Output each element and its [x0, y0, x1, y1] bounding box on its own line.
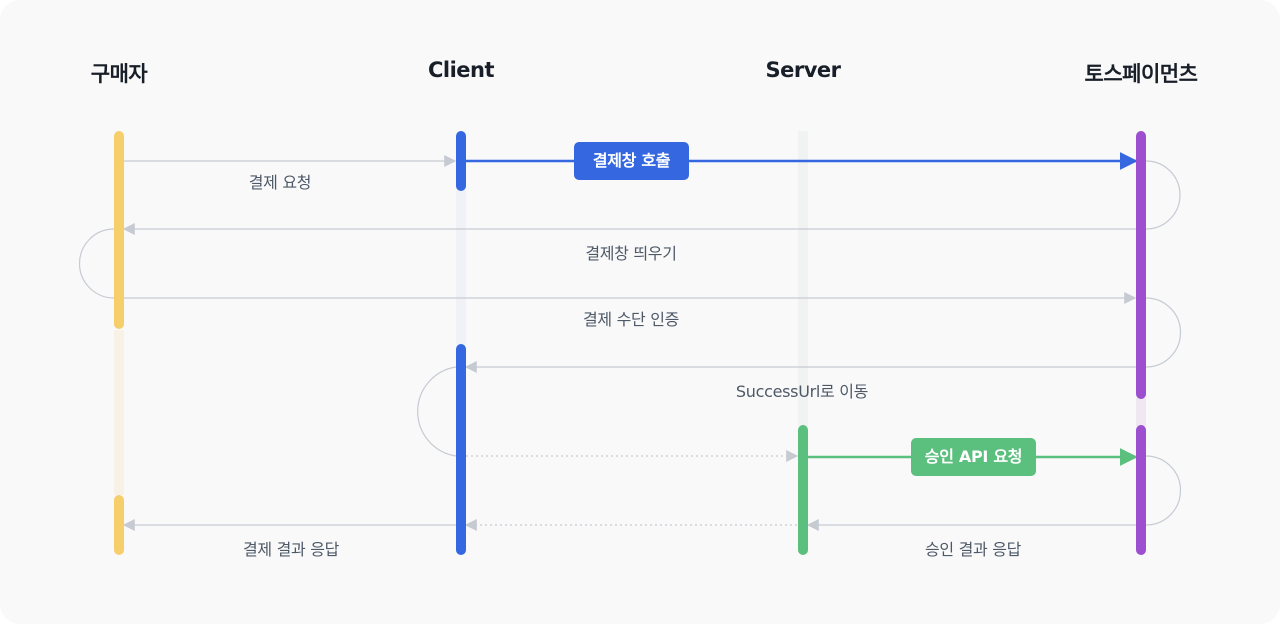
server-lifeline-track [798, 131, 808, 426]
toss-lifeline-track [1136, 398, 1146, 426]
label-success-url: SuccessUrl로 이동 [735, 382, 869, 401]
actor-server: Server [765, 58, 841, 82]
server-activation [798, 425, 808, 555]
label-approve-response: 승인 결과 응답 [924, 540, 1022, 559]
toss-activation-2 [1136, 425, 1146, 555]
client-lifeline-track [456, 190, 466, 345]
buyer-lifeline-track [114, 330, 124, 495]
label-show-window: 결제창 띄우기 [585, 244, 677, 263]
toss-self-loop-2 [1145, 297, 1182, 368]
label-approve-request: 승인 API 요청 [911, 438, 1036, 476]
client-activation-1 [456, 131, 466, 191]
actor-buyer: 구매자 [90, 62, 148, 86]
label-pay-request: 결제 요청 [248, 173, 312, 192]
buyer-activation-1 [114, 131, 124, 329]
label-open-window: 결제창 호출 [574, 142, 689, 180]
buyer-activation-2 [114, 495, 124, 555]
buyer-self-loop [78, 228, 115, 299]
toss-self-loop-1 [1145, 160, 1181, 230]
client-self-loop [417, 366, 457, 457]
label-pay-response: 결제 결과 응답 [242, 540, 340, 559]
actor-toss: 토스페이먼츠 [1084, 62, 1198, 86]
label-auth-method: 결제 수단 인증 [582, 310, 680, 329]
actor-client: Client [427, 58, 495, 82]
client-activation-2 [456, 344, 466, 555]
toss-activation-1 [1136, 131, 1146, 399]
toss-self-loop-3 [1145, 455, 1182, 526]
